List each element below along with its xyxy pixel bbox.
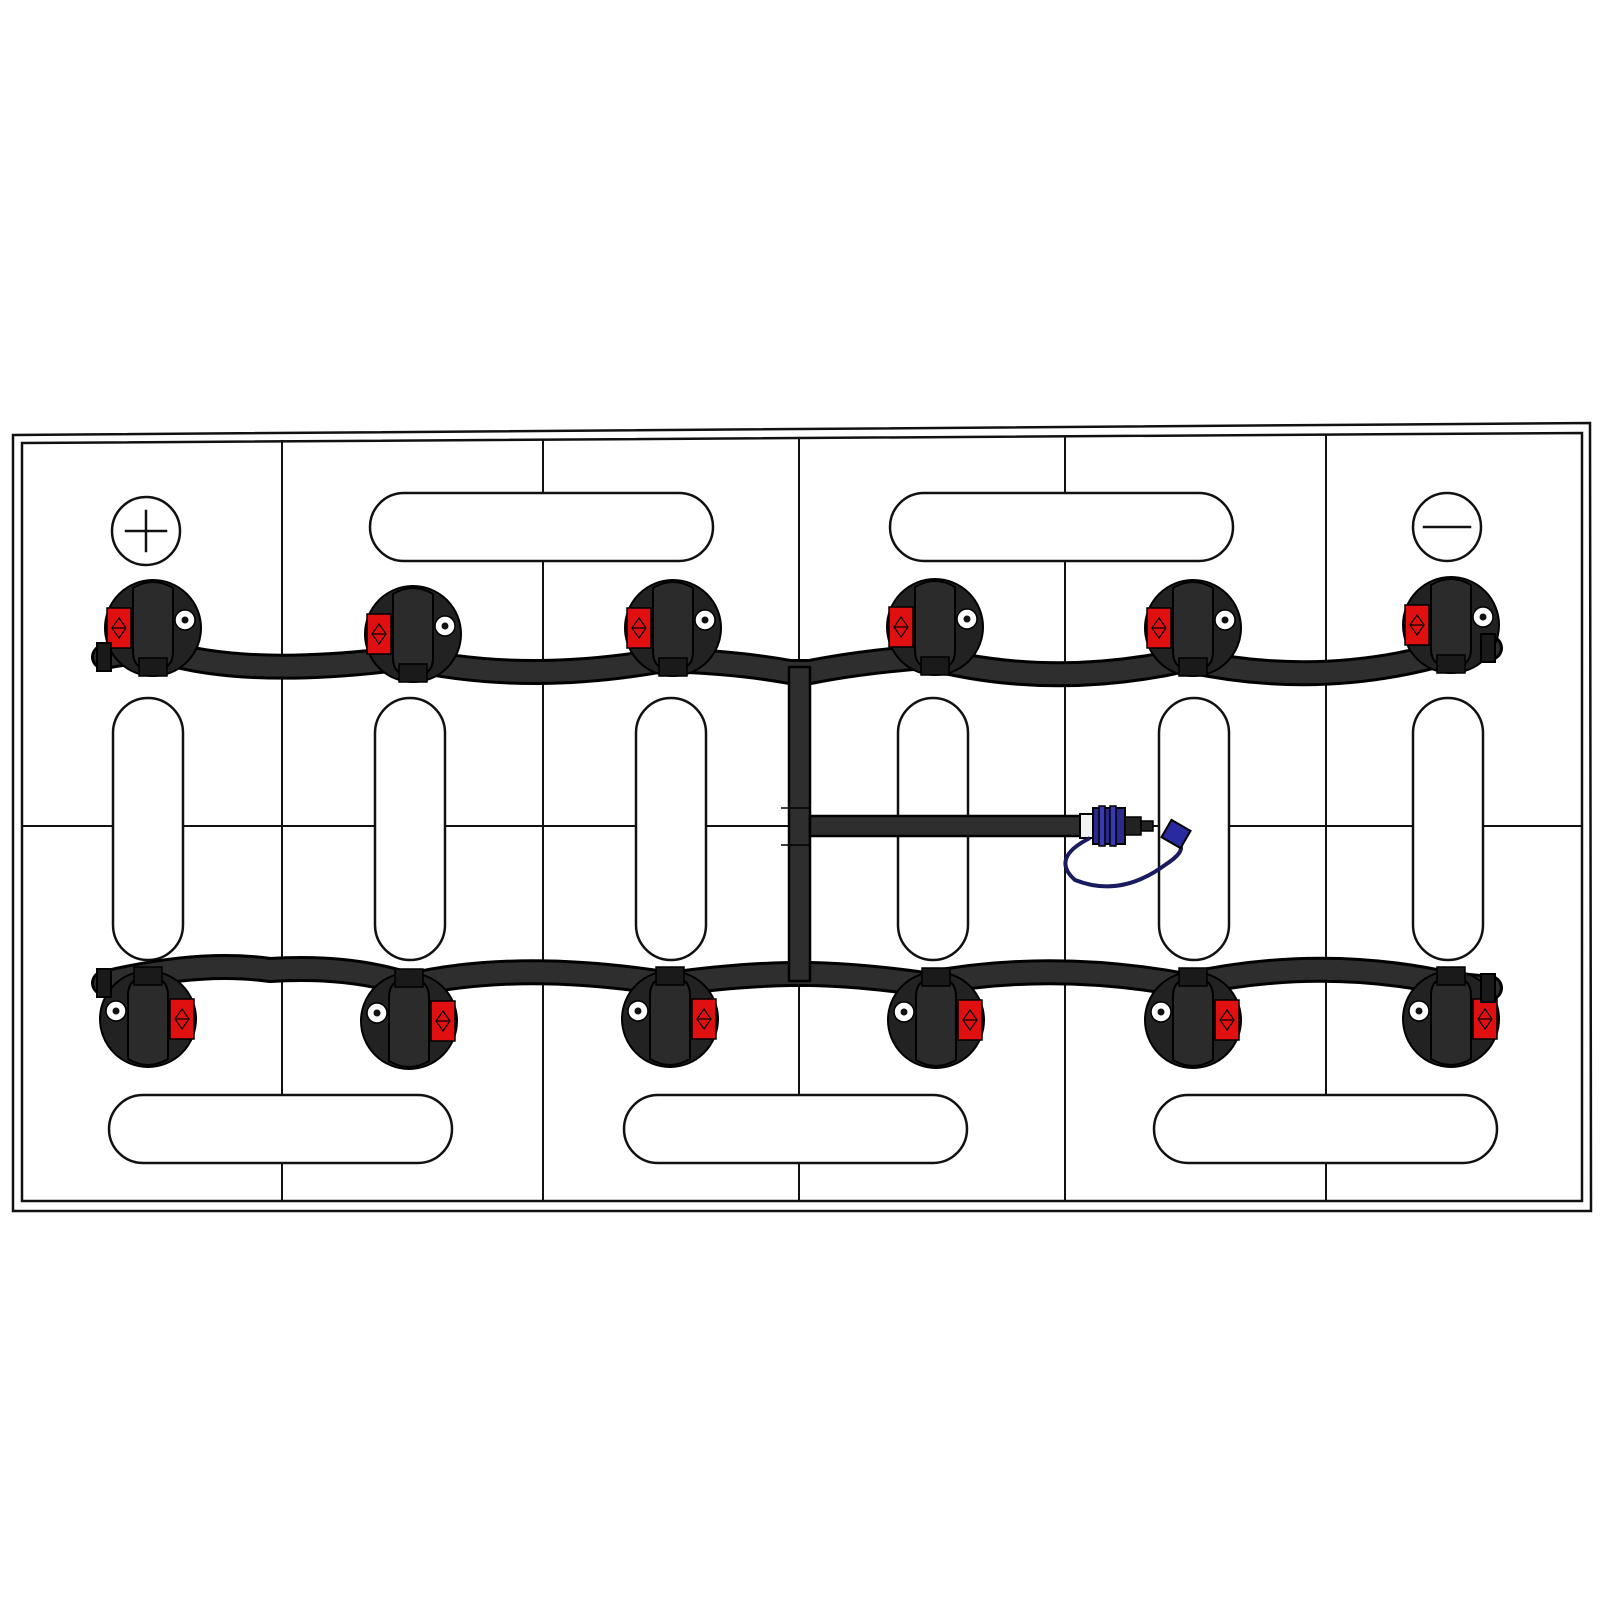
vent-port-icon bbox=[956, 608, 978, 630]
filler-cap-icon bbox=[1402, 576, 1500, 674]
float-indicator-icon bbox=[169, 998, 195, 1040]
filler-cap-icon bbox=[1402, 966, 1500, 1068]
vent-slot-vertical bbox=[1411, 696, 1485, 962]
float-indicator-icon bbox=[106, 607, 132, 649]
float-indicator-icon bbox=[1214, 999, 1240, 1041]
tube-end-plug bbox=[96, 642, 112, 672]
vent-port-icon bbox=[1408, 1000, 1430, 1022]
float-indicator-icon bbox=[1146, 607, 1172, 649]
vent-port-icon bbox=[694, 609, 716, 631]
tube-end-plug bbox=[1480, 633, 1496, 663]
fill-coupler-icon bbox=[1063, 805, 1192, 889]
float-indicator-icon bbox=[1472, 998, 1498, 1040]
positive-terminal-marker: + bbox=[110, 495, 182, 567]
vent-port-icon bbox=[366, 1002, 388, 1024]
negative-terminal-marker: − bbox=[1411, 491, 1483, 563]
vent-port-icon bbox=[1214, 609, 1236, 631]
float-indicator-icon bbox=[626, 607, 652, 649]
vent-port-icon bbox=[1150, 1001, 1172, 1023]
filler-cap-icon bbox=[886, 578, 984, 676]
vent-slot-vertical bbox=[1157, 696, 1231, 962]
filler-cap-icon bbox=[887, 967, 985, 1069]
vent-slot-horizontal bbox=[888, 491, 1235, 563]
filler-cap-icon bbox=[1144, 967, 1242, 1069]
vent-slot-vertical bbox=[373, 696, 447, 962]
vent-port-icon bbox=[434, 615, 456, 637]
float-indicator-icon bbox=[1404, 604, 1430, 646]
float-indicator-icon bbox=[888, 606, 914, 648]
filler-cap-icon bbox=[360, 968, 458, 1070]
vent-port-icon bbox=[893, 1001, 915, 1023]
float-indicator-icon bbox=[691, 998, 717, 1040]
filler-caps bbox=[96, 576, 1500, 1070]
vent-slot-vertical bbox=[634, 696, 708, 962]
tube-trunk bbox=[787, 665, 812, 983]
float-indicator-icon bbox=[957, 999, 983, 1041]
plus-icon bbox=[124, 509, 168, 553]
watering-tubing bbox=[91, 635, 1503, 1001]
filler-cap-icon bbox=[364, 585, 462, 683]
vent-slot-vertical bbox=[111, 696, 185, 962]
vent-port-icon bbox=[627, 1000, 649, 1022]
vent-port-icon bbox=[1472, 606, 1494, 628]
tray-outer-frame bbox=[11, 421, 1593, 1213]
filler-cap-icon bbox=[624, 579, 722, 677]
vent-slot-horizontal bbox=[1152, 1093, 1499, 1165]
filler-cap-icon bbox=[1144, 579, 1242, 677]
float-indicator-icon bbox=[366, 613, 392, 655]
vent-port-icon bbox=[105, 1000, 127, 1022]
tube-end-plug bbox=[1480, 973, 1496, 1003]
filler-cap-icon bbox=[99, 966, 197, 1068]
tray-inner-frame bbox=[20, 431, 1584, 1203]
float-indicator-icon bbox=[430, 1000, 456, 1042]
vent-slot-horizontal bbox=[107, 1093, 454, 1165]
vent-slot-horizontal bbox=[368, 491, 715, 563]
vent-slots bbox=[107, 491, 1499, 1165]
filler-cap-icon bbox=[621, 966, 719, 1068]
filler-cap-icon bbox=[104, 579, 202, 677]
vent-port-icon bbox=[174, 609, 196, 631]
battery-tray bbox=[11, 421, 1593, 1213]
tube-end-plug bbox=[96, 968, 112, 998]
vent-slot-horizontal bbox=[622, 1093, 969, 1165]
tube-supply-branch bbox=[808, 814, 1084, 838]
